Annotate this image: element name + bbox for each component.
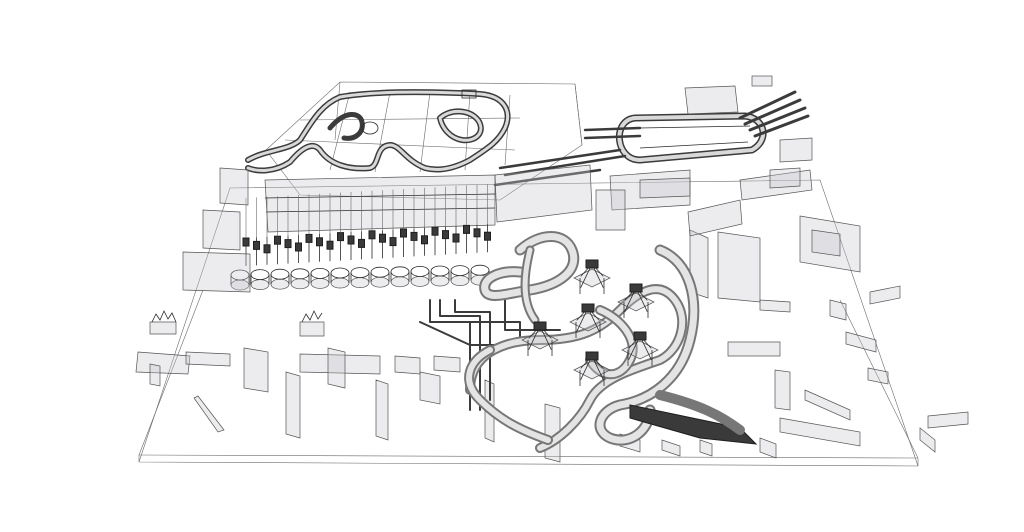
serpentine-conveyor bbox=[245, 89, 511, 174]
water-slides bbox=[464, 231, 758, 453]
planter-boxes bbox=[149, 310, 325, 337]
slide-tower-platforms bbox=[521, 259, 659, 386]
pipe-rack bbox=[264, 126, 642, 233]
upper-right-conveyor-loop bbox=[616, 75, 810, 164]
glass-wall-panels bbox=[135, 137, 969, 463]
floor-slab bbox=[138, 179, 919, 467]
tank-row bbox=[230, 264, 490, 291]
